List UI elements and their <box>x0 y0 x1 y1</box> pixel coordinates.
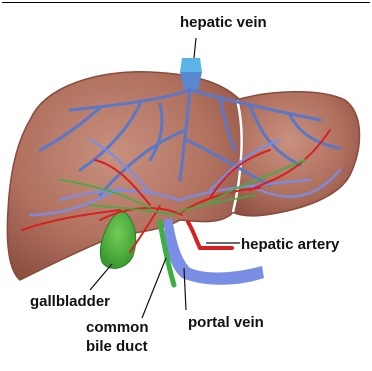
label-portal-vein: portal vein <box>188 314 264 331</box>
label-common-bile-duct-line2: bile duct <box>86 338 148 355</box>
leader-gallbladder <box>90 264 112 290</box>
leader-hepatic-vein <box>194 38 196 58</box>
hepatic-vein-trunk <box>180 58 202 72</box>
leader-common-bile-duct <box>142 258 166 318</box>
hepatic-artery-trunk <box>188 222 232 248</box>
label-hepatic-vein: hepatic vein <box>180 14 267 31</box>
label-common-bile-duct-line1: common <box>86 319 149 336</box>
label-hepatic-artery: hepatic artery <box>241 236 339 253</box>
label-gallbladder: gallbladder <box>30 293 110 310</box>
